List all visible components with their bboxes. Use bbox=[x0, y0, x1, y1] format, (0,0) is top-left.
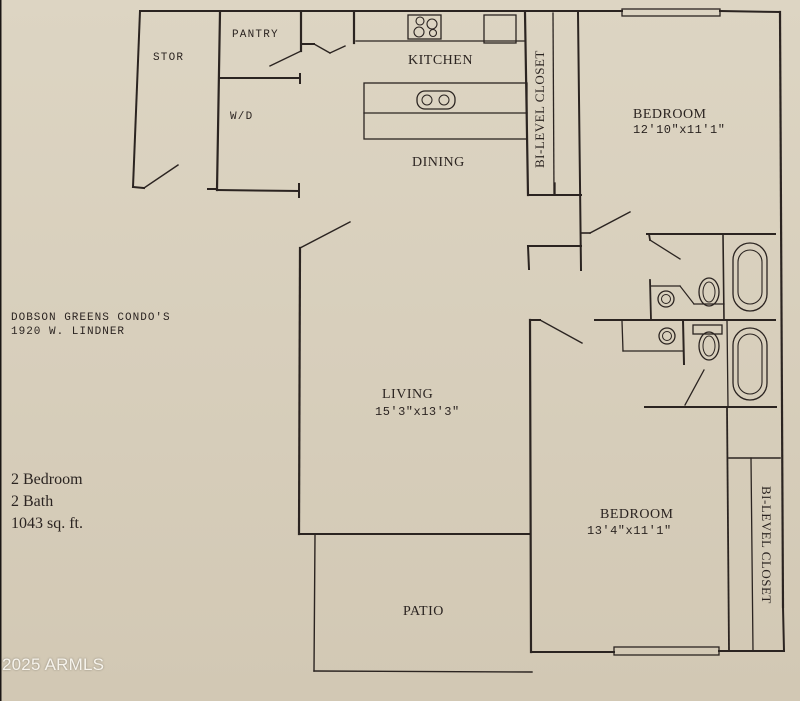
label-dining: DINING bbox=[412, 155, 465, 170]
property-address: 1920 W. LINDNER bbox=[11, 326, 126, 338]
bathtub-icon bbox=[732, 327, 768, 401]
label-living-dims: 15'3"x13'3" bbox=[375, 405, 460, 419]
summary-baths: 2 Bath bbox=[11, 493, 54, 510]
door-pantry bbox=[269, 50, 302, 67]
label-patio: PATIO bbox=[403, 604, 444, 619]
cooktop-icon bbox=[407, 14, 442, 40]
door-bedroom1 bbox=[589, 211, 631, 234]
window-bedroom2 bbox=[613, 646, 720, 656]
lavatory-sink-icon bbox=[658, 327, 676, 345]
door-entry bbox=[299, 221, 351, 249]
door-stor bbox=[143, 164, 179, 189]
label-wd: W/D bbox=[230, 111, 254, 123]
summary-area: 1043 sq. ft. bbox=[11, 515, 83, 532]
window-bedroom1 bbox=[621, 8, 721, 17]
label-pantry: PANTRY bbox=[232, 29, 279, 41]
door-bath1 bbox=[649, 239, 681, 260]
label-living: LIVING bbox=[382, 387, 434, 402]
label-bedroom1: BEDROOM bbox=[633, 107, 707, 122]
label-bedroom2-dims: 13'4"x11'1" bbox=[587, 524, 672, 538]
bathtub-icon bbox=[732, 242, 768, 312]
double-sink-icon bbox=[416, 90, 456, 110]
door-bath2 bbox=[684, 369, 705, 406]
toilet-icon bbox=[698, 277, 720, 307]
label-stor: STOR bbox=[153, 52, 185, 64]
label-bedroom2: BEDROOM bbox=[600, 507, 674, 522]
watermark: 2025 ARMLS bbox=[2, 655, 105, 674]
property-name: DOBSON GREENS CONDO'S bbox=[11, 312, 171, 324]
label-bedroom1-dims: 12'10"x11'1" bbox=[633, 123, 726, 137]
label-closet-upper: BI-LEVEL CLOSET bbox=[532, 50, 547, 168]
door-bedroom2 bbox=[539, 319, 583, 344]
summary-bedrooms: 2 Bedroom bbox=[11, 471, 83, 488]
label-kitchen: KITCHEN bbox=[408, 53, 473, 68]
label-closet-lower: BI-LEVEL CLOSET bbox=[759, 486, 774, 604]
refrigerator bbox=[483, 14, 517, 44]
lavatory-sink-icon bbox=[657, 290, 675, 308]
toilet-icon bbox=[698, 331, 720, 361]
